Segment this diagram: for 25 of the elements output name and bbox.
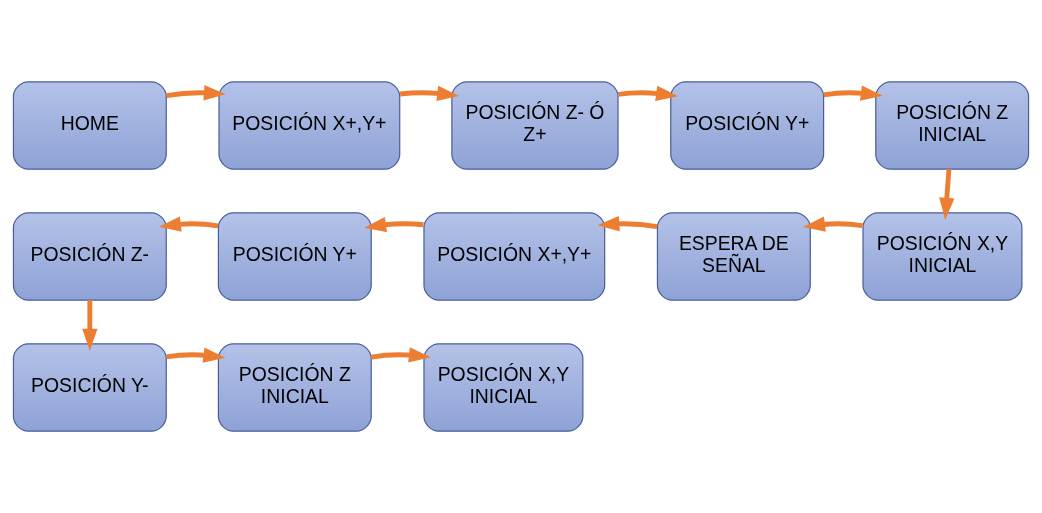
node-box: POSICIÓN X,Y INICIAL bbox=[862, 212, 1023, 301]
node-box: POSICIÓN X,Y INICIAL bbox=[423, 343, 584, 432]
arrow bbox=[939, 169, 955, 220]
node-box: POSICIÓN X+,Y+ bbox=[423, 212, 606, 301]
node-box: POSICIÓN Z INICIAL bbox=[875, 81, 1030, 170]
arrow bbox=[159, 216, 219, 232]
arrow bbox=[399, 85, 459, 101]
node-box: POSICIÓN X+,Y+ bbox=[218, 81, 401, 170]
arrow bbox=[823, 85, 883, 101]
arrow bbox=[364, 217, 424, 233]
node-box: POSICIÓN Y+ bbox=[217, 212, 372, 301]
node-box: POSICIÓN Z- bbox=[12, 212, 167, 301]
node-box: POSICIÓN Y+ bbox=[670, 81, 825, 170]
arrow bbox=[597, 216, 658, 232]
node-box: HOME bbox=[12, 81, 167, 170]
node-box: ESPERA DE SEÑAL bbox=[656, 212, 811, 301]
arrow bbox=[371, 347, 431, 363]
node-box: POSICIÓN Y- bbox=[12, 343, 167, 432]
arrow bbox=[617, 85, 678, 101]
arrow bbox=[82, 300, 98, 351]
arrow bbox=[165, 347, 226, 363]
node-box: POSICIÓN Z- Ó Z+ bbox=[451, 81, 619, 170]
node-box: POSICIÓN Z INICIAL bbox=[217, 343, 372, 432]
arrow bbox=[803, 216, 863, 232]
arrow bbox=[166, 85, 226, 101]
